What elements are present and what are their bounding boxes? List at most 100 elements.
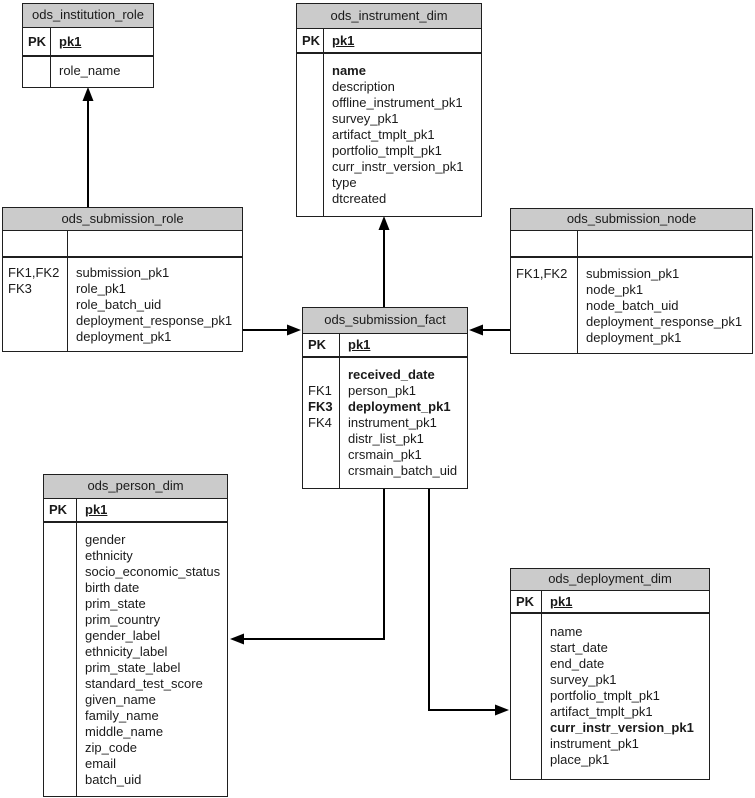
fk-key-label: [516, 752, 541, 768]
primary-key-row: PK pk1: [297, 29, 481, 54]
field-name: ethnicity_label: [85, 644, 168, 659]
fk-key-label: [302, 79, 323, 95]
fk-key-label: [308, 367, 339, 383]
fk-key-label: [49, 612, 76, 628]
primary-key-row: [511, 231, 752, 258]
fk-key-label: [28, 63, 50, 79]
connector-submission_fact-to-person_dim: [230, 487, 385, 645]
fk-key-label: [302, 111, 323, 127]
entity-title: ods_submission_node: [511, 209, 752, 231]
fk-key-label: FK1,FK2: [8, 265, 60, 280]
field-column: role_name: [51, 57, 153, 87]
pk-key-label: [3, 231, 68, 256]
fk-key-label: [516, 704, 541, 720]
fk-key-column: [44, 523, 77, 796]
fk-key-label: [516, 314, 577, 330]
field-name: instrument_pk1: [550, 736, 639, 751]
field-name: name: [332, 63, 366, 78]
arrow-head-icon: [230, 633, 244, 645]
field-name: artifact_tmplt_pk1: [332, 127, 435, 142]
fk-key-label: [516, 656, 541, 672]
pk-key-label: PK: [297, 29, 324, 52]
pk-key-label: PK: [511, 591, 542, 612]
connector-submission_role-to-submission_fact: [243, 324, 301, 336]
field-name: prim_country: [85, 612, 161, 627]
arrow-head-icon: [469, 324, 483, 336]
primary-key-row: PK pk1: [23, 28, 153, 57]
field-name: start_date: [550, 640, 608, 655]
fk-key-label: [49, 724, 76, 740]
fk-key-column: [297, 54, 324, 216]
fk-key-column: FK1,FK2: [511, 258, 578, 353]
pk-field-name: pk1: [332, 33, 355, 48]
field-name: portfolio_tmplt_pk1: [332, 143, 442, 158]
fk-key-label: [516, 624, 541, 640]
field-name: person_pk1: [348, 383, 416, 398]
pk-field-name: pk1: [550, 594, 573, 609]
fk-key-label: [516, 298, 577, 314]
field-name: portfolio_tmplt_pk1: [550, 688, 660, 703]
fk-key-label: [49, 564, 76, 580]
fk-key-label: [308, 463, 339, 479]
field-name: deployment_pk1: [586, 330, 682, 345]
connector-submission_fact-to-instrument_dim: [378, 216, 390, 307]
fk-key-label: FK1,FK2: [516, 266, 568, 281]
arrow-head-icon: [495, 704, 509, 716]
fk-key-label: [49, 772, 76, 788]
entity-title: ods_deployment_dim: [511, 569, 709, 591]
fk-key-label: [302, 95, 323, 111]
field-name: email: [85, 756, 117, 771]
connector-submission_node-to-submission_fact: [469, 324, 510, 336]
field-name: batch_uid: [85, 772, 142, 787]
fk-key-label: [49, 660, 76, 676]
field-name: crsmain_batch_uid: [348, 463, 458, 478]
fk-key-label: [516, 720, 541, 736]
field-name: dtcreated: [332, 191, 387, 206]
field-name: curr_instr_version_pk1: [550, 720, 694, 735]
arrow-head-icon: [287, 324, 301, 336]
fk-key-label: [49, 708, 76, 724]
fk-key-label: FK4: [308, 415, 332, 430]
pk-field-name: pk1: [85, 502, 108, 517]
field-name: name: [550, 624, 583, 639]
entity-title: ods_submission_fact: [303, 308, 467, 334]
pk-key-label: PK: [23, 28, 51, 55]
field-name: gender_label: [85, 628, 161, 643]
connector-line: [242, 487, 385, 640]
field-name: offline_instrument_pk1: [332, 95, 463, 110]
fk-key-label: [308, 431, 339, 447]
field-name: received_date: [348, 367, 435, 382]
primary-key-row: [3, 231, 242, 258]
field-name: role_batch_uid: [76, 297, 162, 312]
entity-title: ods_person_dim: [44, 475, 227, 499]
field-name: middle_name: [85, 724, 164, 739]
pk-field-name: pk1: [348, 337, 371, 352]
fk-key-column: [511, 614, 542, 779]
field-name: survey_pk1: [332, 111, 399, 126]
field-name: family_name: [85, 708, 159, 723]
pk-key-label: [511, 231, 578, 256]
fk-key-label: [516, 640, 541, 656]
fk-key-label: [302, 143, 323, 159]
fk-key-label: [49, 692, 76, 708]
field-name: birth date: [85, 580, 140, 595]
fk-key-label: FK3: [8, 281, 32, 296]
pk-field-name: pk1: [59, 34, 82, 49]
field-name: curr_instr_version_pk1: [332, 159, 464, 174]
fk-key-label: [49, 628, 76, 644]
field-name: deployment_response_pk1: [76, 313, 233, 328]
fk-key-label: [49, 644, 76, 660]
fk-key-label: [8, 329, 67, 345]
field-name: deployment_pk1: [348, 399, 451, 414]
